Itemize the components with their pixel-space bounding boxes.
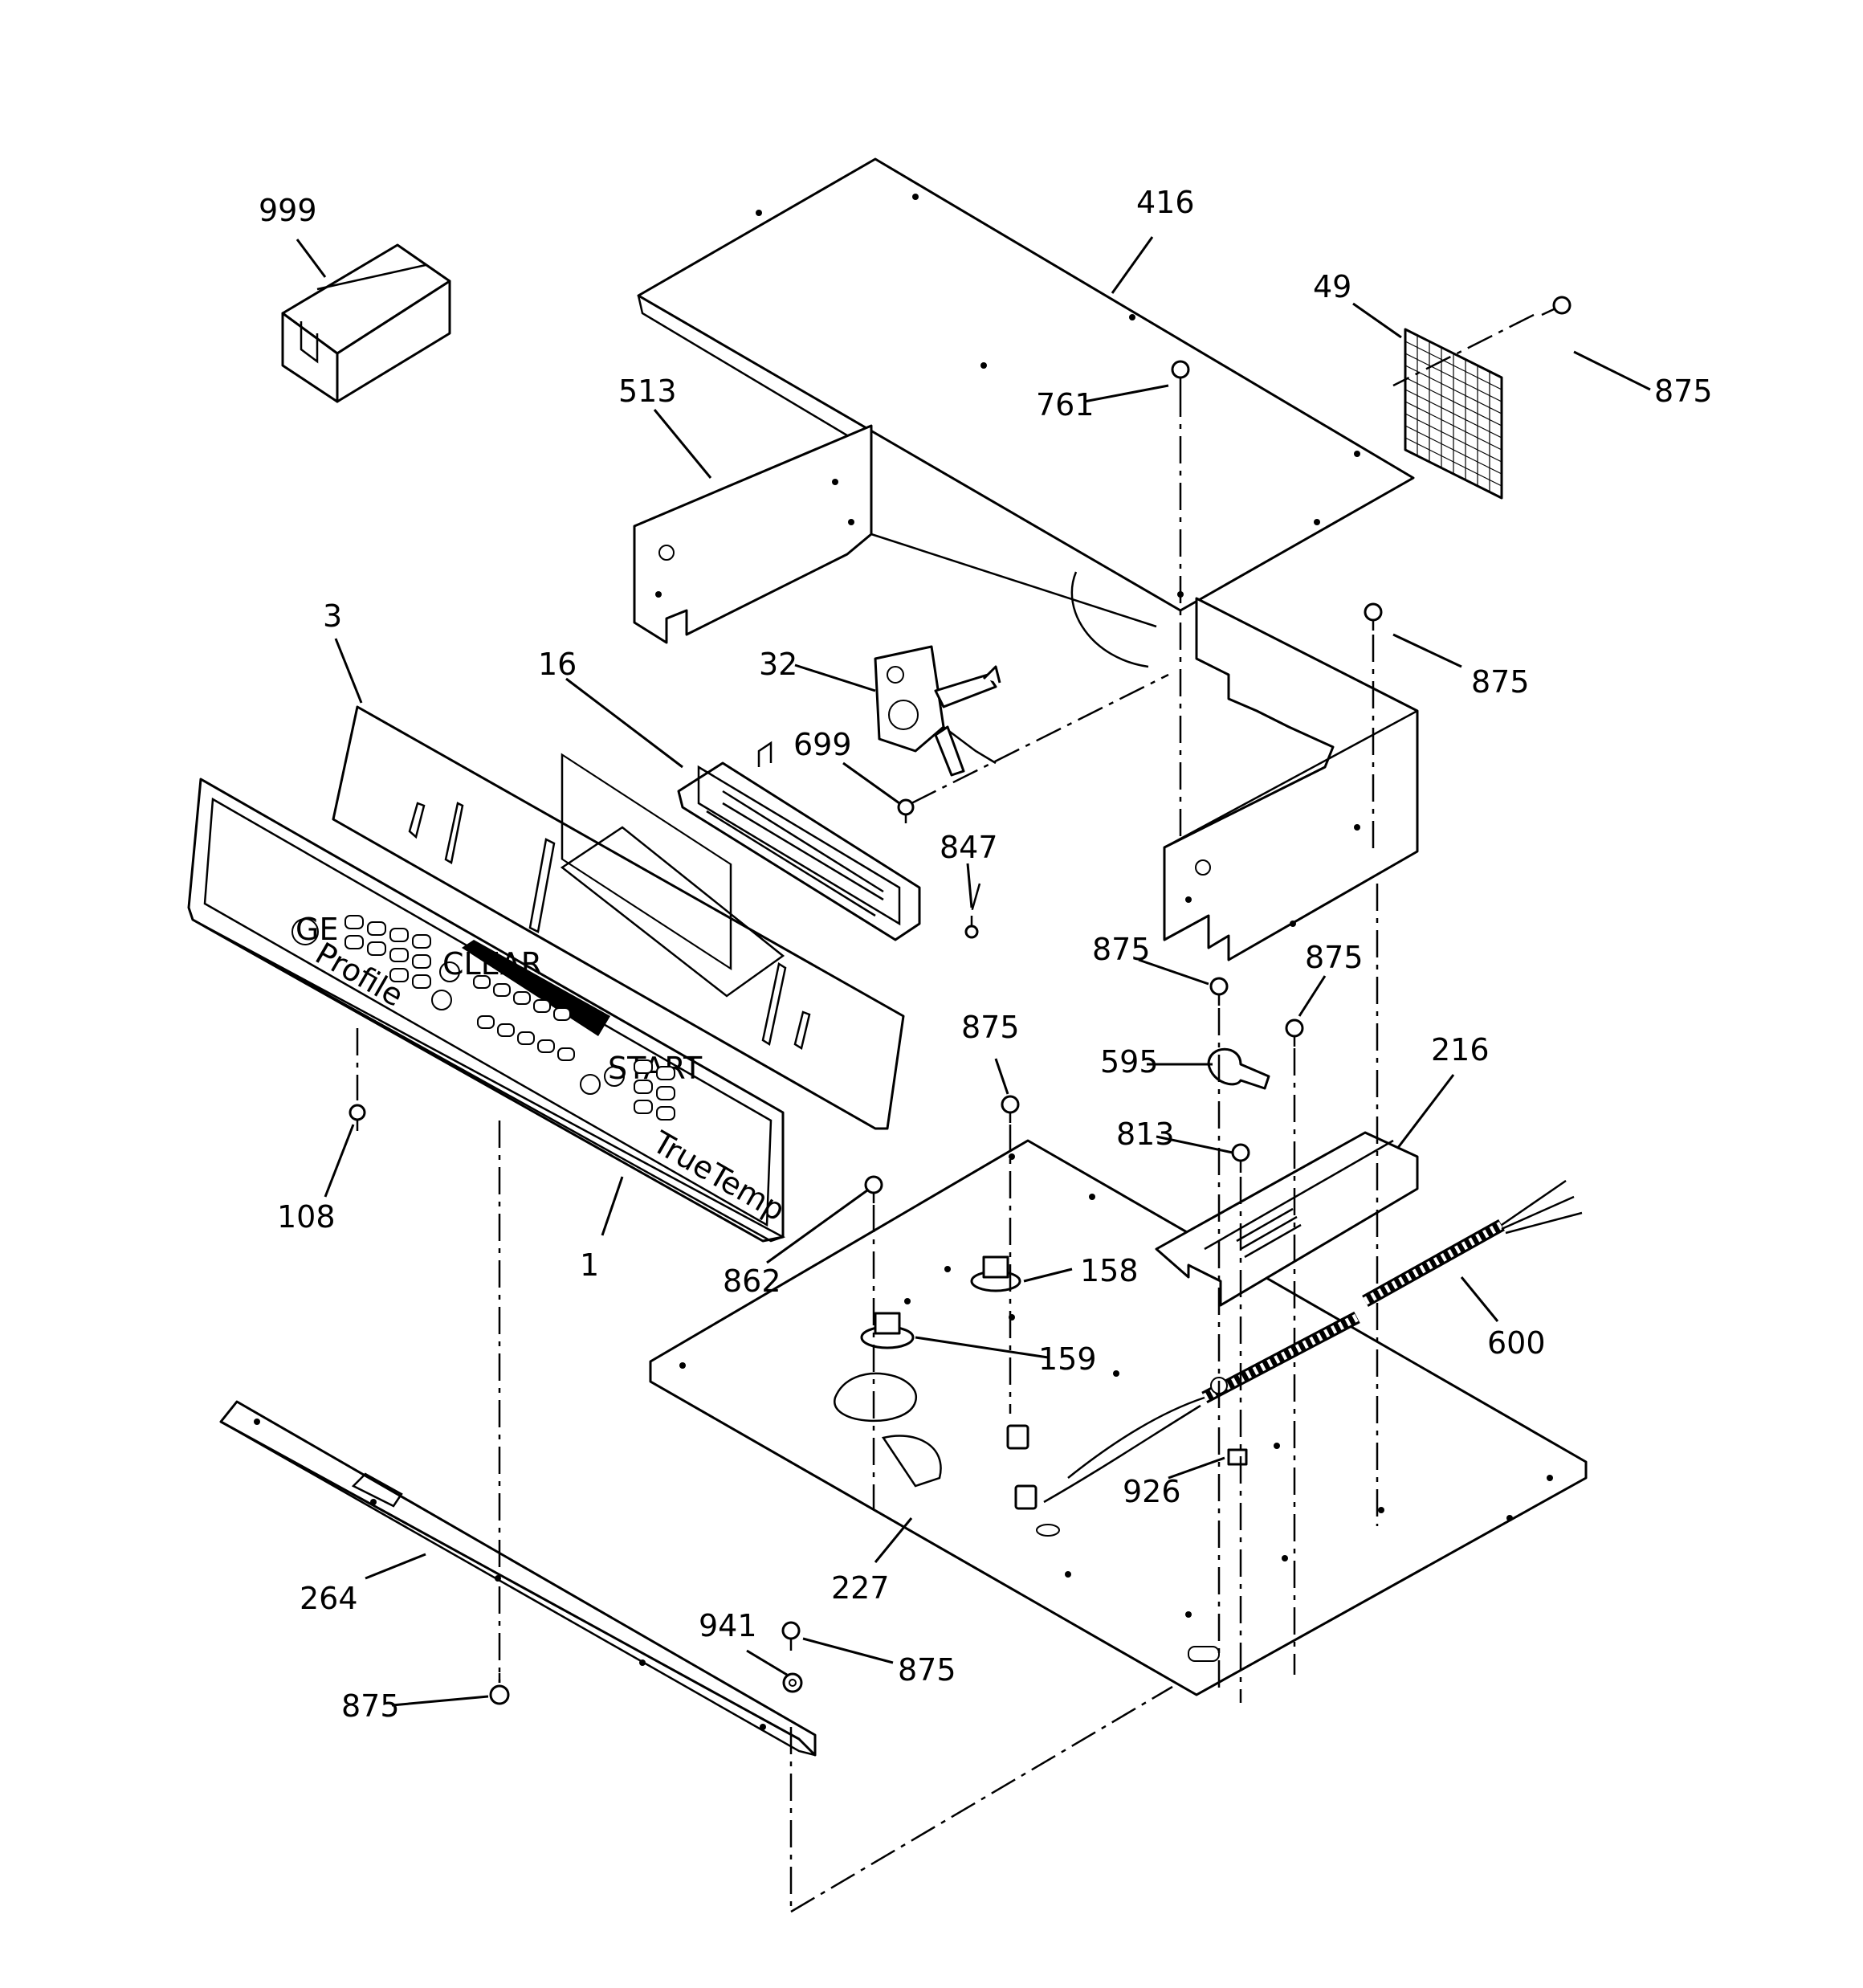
screw-761: [1171, 360, 1190, 390]
part-158-thermostat: [970, 1255, 1021, 1292]
clip-926: [1227, 1448, 1248, 1466]
screw-108: [349, 1104, 366, 1131]
part-416-top-panel: [637, 157, 1415, 612]
screw-813: [1231, 1143, 1250, 1173]
callout-875-b: 875: [1305, 940, 1364, 975]
right-keypad: [634, 1059, 675, 1121]
leader-lines: [296, 236, 1651, 1707]
callout-875-right: 875: [1471, 664, 1530, 700]
screws: [349, 296, 1572, 1705]
screw-862: [864, 1175, 883, 1203]
part-16-control-board: [677, 741, 921, 941]
callout-847: 847: [940, 830, 998, 865]
screw-847: [964, 916, 979, 939]
callout-159: 159: [1038, 1341, 1097, 1377]
part-216-cover: [1155, 1131, 1419, 1307]
callout-699: 699: [793, 727, 852, 762]
part-32-fan-motor: [874, 645, 1001, 777]
screw-875-a: [1209, 977, 1229, 1006]
callout-16: 16: [538, 647, 577, 682]
screw-875-c: [1001, 1095, 1020, 1123]
callout-875-a: 875: [1092, 932, 1151, 967]
callout-32: 32: [759, 647, 797, 682]
left-keypad: [344, 915, 431, 989]
part-49-mesh-screen: [1404, 328, 1503, 500]
callout-761: 761: [1036, 387, 1095, 423]
callout-600: 600: [1487, 1325, 1546, 1361]
callout-416: 416: [1136, 185, 1195, 220]
callout-3: 3: [323, 598, 342, 634]
callout-216: 216: [1431, 1032, 1490, 1067]
panel-display: [462, 940, 610, 1036]
callout-227: 227: [831, 1570, 890, 1606]
part-3-bracket-panel: [332, 705, 905, 1130]
callout-926: 926: [1123, 1474, 1181, 1509]
screw-875-tr: [1541, 296, 1572, 316]
center-keypad: [473, 975, 575, 1061]
clamp-595: [1207, 1047, 1270, 1090]
callout-1: 1: [580, 1247, 599, 1283]
alignment-lines: [356, 313, 1535, 1913]
callout-264: 264: [300, 1581, 358, 1616]
callout-158: 158: [1080, 1253, 1139, 1288]
callout-108: 108: [277, 1199, 336, 1235]
part-999-carton: [281, 243, 451, 403]
part-right-wrapper: [1163, 597, 1419, 961]
callout-941: 941: [699, 1608, 757, 1643]
washer-941: [782, 1672, 803, 1693]
panel-start-text: START: [608, 1051, 703, 1086]
screw-875-b: [1285, 1018, 1304, 1047]
callout-813: 813: [1116, 1116, 1175, 1152]
screw-875-e: [489, 1673, 510, 1705]
callout-862: 862: [723, 1263, 781, 1299]
panel-brand-text: GE: [296, 912, 338, 947]
part-513-shroud: [633, 424, 1157, 668]
screw-699: [897, 798, 915, 823]
callout-513: 513: [618, 374, 677, 409]
callout-875-d: 875: [898, 1652, 956, 1688]
callout-875-c: 875: [961, 1010, 1020, 1045]
callout-999: 999: [259, 193, 317, 228]
callout-875-top-right: 875: [1654, 374, 1713, 409]
part-227-bottom-plate: [649, 1139, 1588, 1696]
callout-labels: 999 416 49 875 513 761 875 3 16 32 699 8…: [259, 185, 1713, 1724]
screw-875-r: [1364, 602, 1383, 631]
part-159-thermostat: [860, 1312, 915, 1349]
callout-595: 595: [1100, 1044, 1159, 1080]
part-264-front-rail: [219, 1400, 817, 1757]
callout-49: 49: [1313, 269, 1351, 304]
screw-875-d: [781, 1621, 801, 1651]
callout-875-e: 875: [341, 1688, 400, 1724]
